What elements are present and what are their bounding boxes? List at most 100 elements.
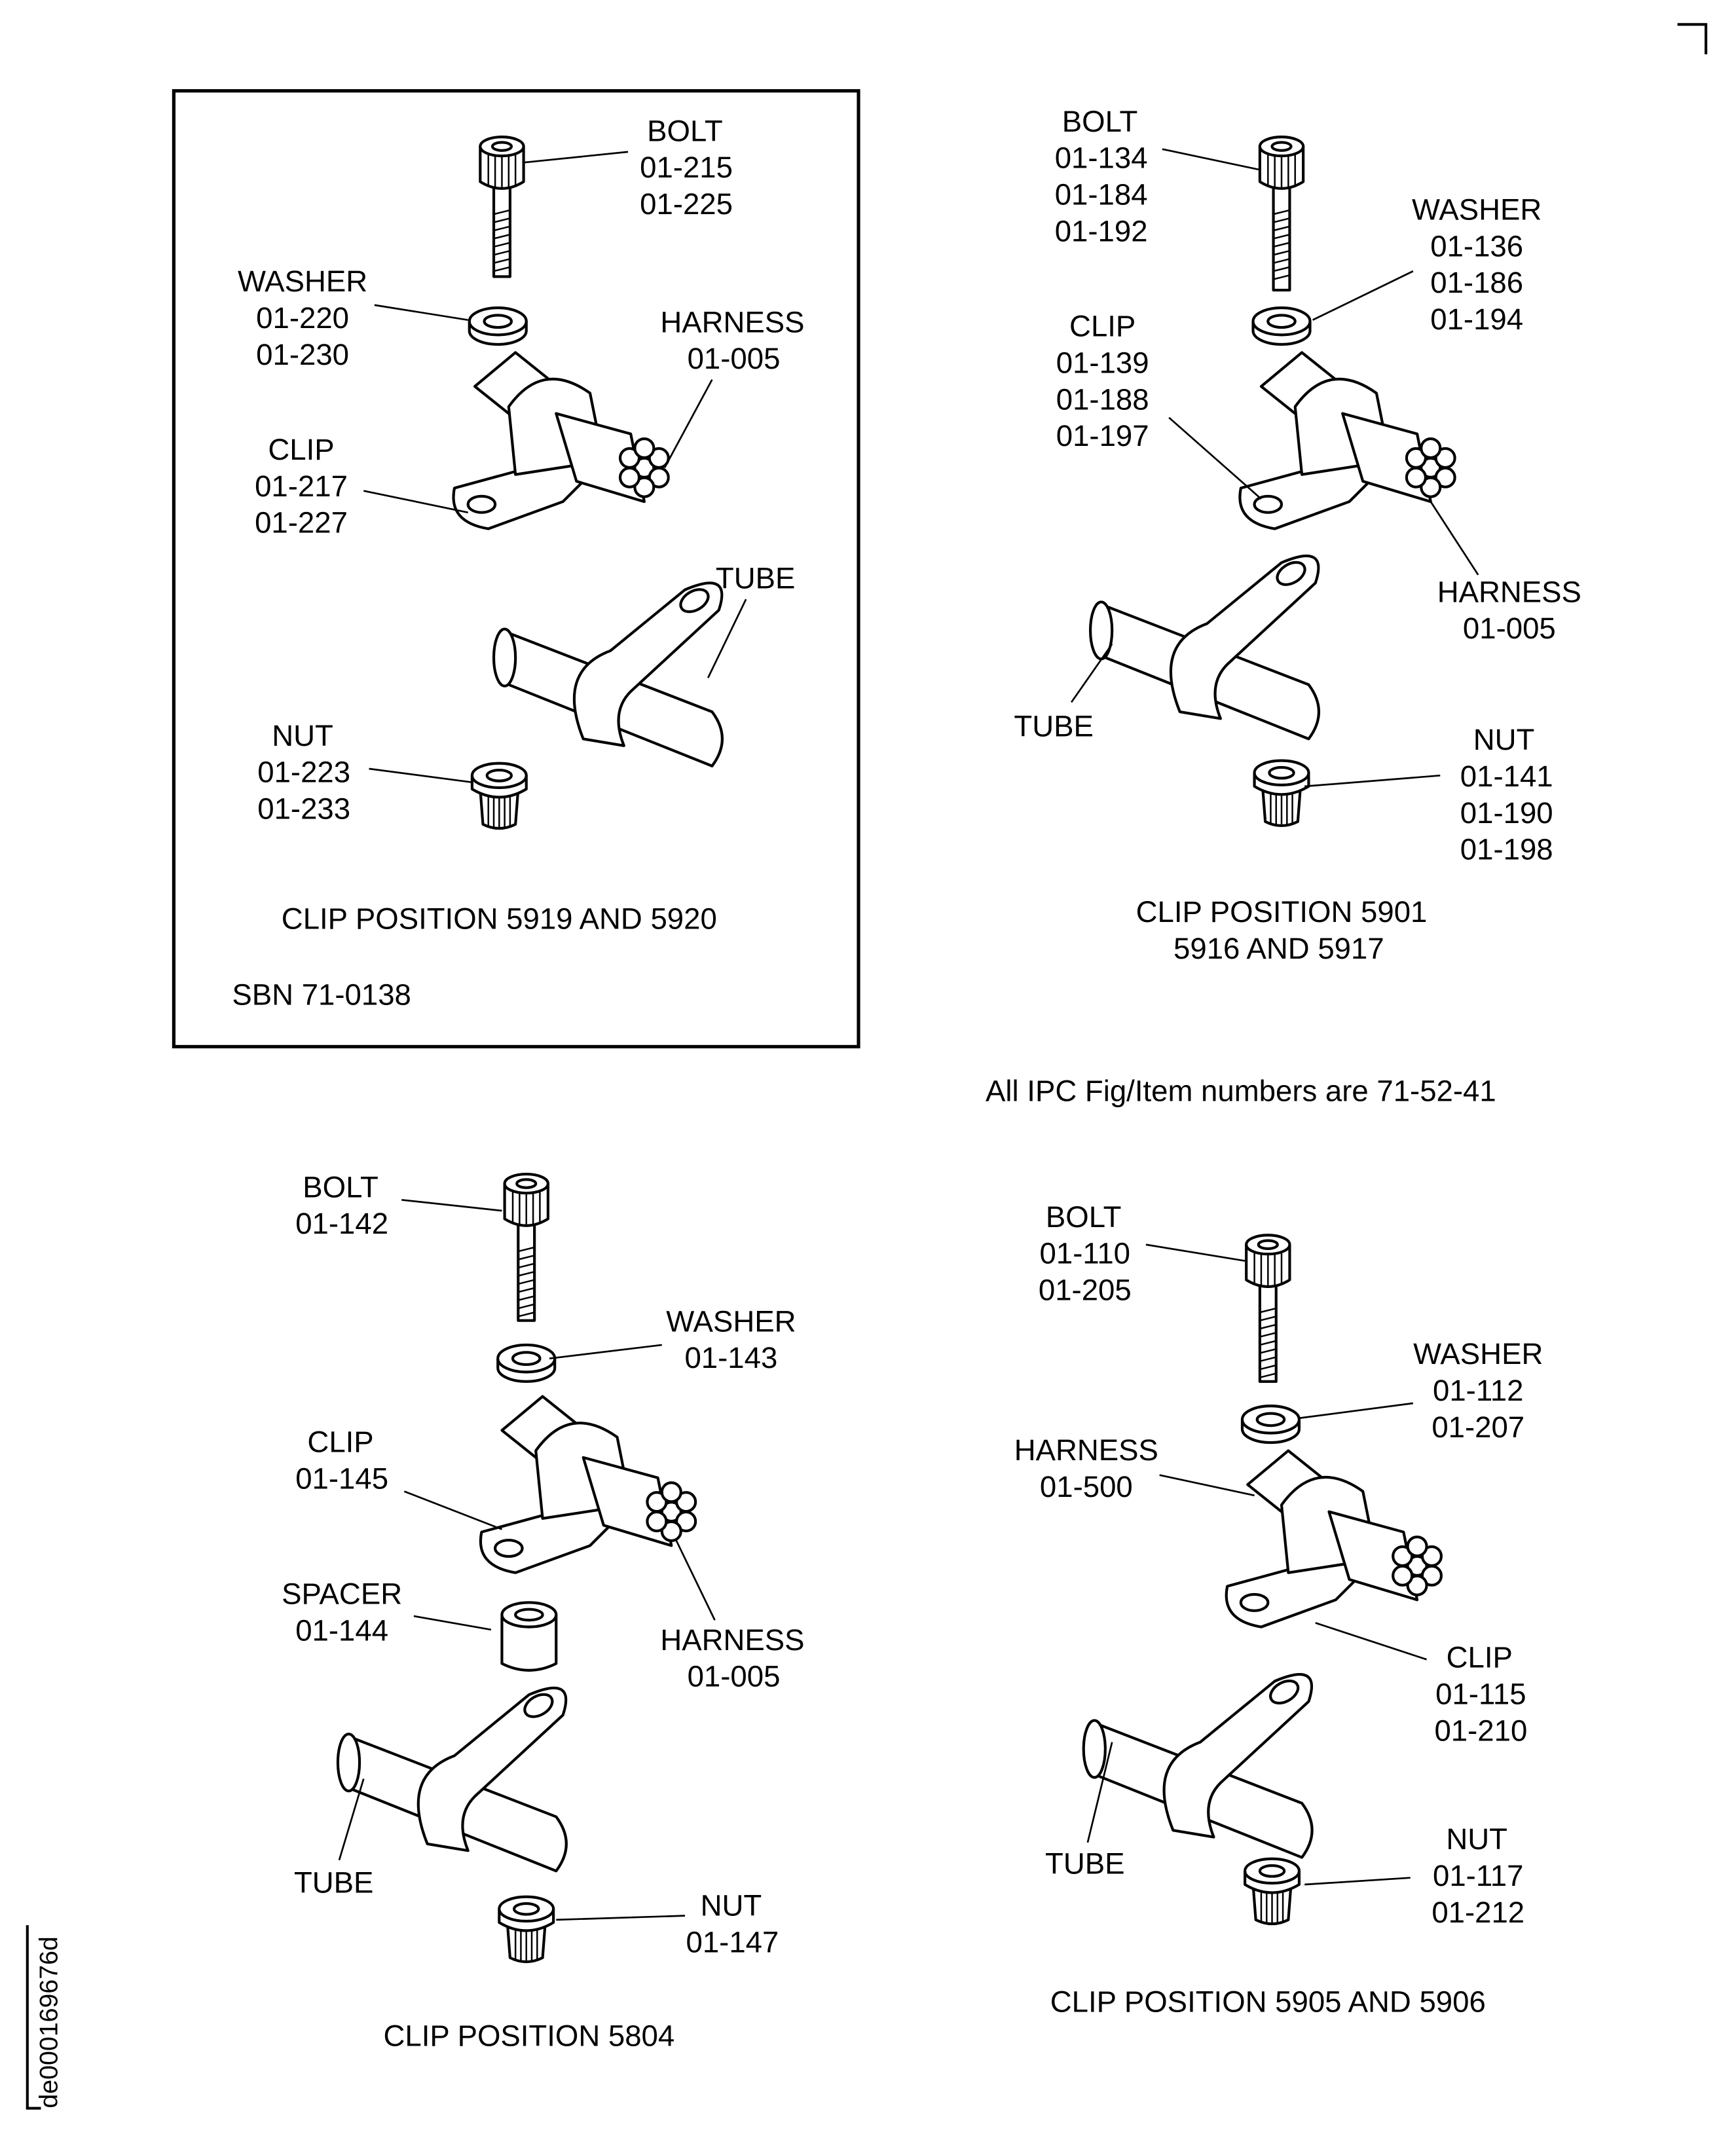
bolt-recess xyxy=(490,141,513,152)
nut-label: NUT xyxy=(701,1889,762,1922)
harness-wire-end xyxy=(660,1481,682,1503)
bolt-thread xyxy=(493,233,511,240)
harness-wire-end xyxy=(675,1510,697,1533)
clip-part-number: 01-115 xyxy=(1435,1678,1526,1711)
panel-caption: 5916 AND 5917 xyxy=(1173,932,1384,965)
bolt-part-number: 01-205 xyxy=(1039,1274,1132,1307)
clip-hole xyxy=(1253,494,1284,514)
nut-part-number: 01-223 xyxy=(257,756,350,789)
harness-wire-end xyxy=(1392,1545,1414,1568)
harness-wire-end xyxy=(1405,447,1427,469)
leader-lines xyxy=(1086,1243,1427,1886)
nut-hole xyxy=(513,1902,540,1916)
harness-wire-end xyxy=(1434,466,1456,488)
clip-hole xyxy=(466,494,497,514)
spacer-hole xyxy=(514,1608,544,1622)
tube-clip xyxy=(1162,1673,1313,1839)
washer-hole xyxy=(1266,314,1297,329)
bolt-thread xyxy=(1273,258,1290,264)
harness-wire-end xyxy=(618,466,641,488)
tube-clip xyxy=(572,581,724,747)
harness-label: HARNESS xyxy=(1014,1433,1158,1467)
bolt-part-number: 01-225 xyxy=(640,187,733,221)
panel-caption: CLIP POSITION 5804 xyxy=(384,2019,675,2052)
panel-clip-5905-5906: BOLT 01-110 01-205 WASHER 01-112 01-207 … xyxy=(1014,1200,1543,2019)
harness-wire-end xyxy=(633,437,656,460)
tube-label: TUBE xyxy=(716,562,795,595)
bolt-thread xyxy=(493,209,511,215)
bolt-thread xyxy=(1273,233,1290,240)
nut-part-number: 01-190 xyxy=(1460,796,1553,830)
bolt-thread xyxy=(518,1270,535,1277)
bolt-thread xyxy=(1273,217,1290,223)
nut-part-number: 01-198 xyxy=(1460,833,1553,866)
bolt-thread xyxy=(518,1287,535,1293)
clip-tab xyxy=(1238,459,1392,530)
bolt-thread xyxy=(1259,1372,1277,1378)
sbn-reference: SBN 71-0138 xyxy=(232,978,411,1011)
bolt-part-number: 01-192 xyxy=(1055,215,1148,248)
harness-wire-end xyxy=(1420,476,1442,498)
tube-clip-hole xyxy=(523,1693,554,1718)
bolt-recess xyxy=(1270,141,1293,152)
washer-part-number: 01-112 xyxy=(1433,1374,1523,1407)
bolt-thread xyxy=(518,1279,535,1285)
harness-part-number: 01-500 xyxy=(1040,1470,1133,1503)
nut-drawing xyxy=(1244,1857,1301,1926)
spacer-body xyxy=(500,1614,558,1672)
bolt-thread xyxy=(518,1262,535,1269)
bolt-thread xyxy=(1259,1323,1277,1330)
bolt-thread xyxy=(1273,225,1290,232)
tube-clip-drawing xyxy=(1088,554,1321,741)
bolt-label: BOLT xyxy=(1046,1200,1122,1234)
spacer-part-number: 01-144 xyxy=(295,1613,388,1647)
clip-part-number: 01-139 xyxy=(1056,346,1149,379)
nut-hole xyxy=(485,768,513,782)
clip-label: CLIP xyxy=(268,433,334,466)
harness-wire-end xyxy=(660,1520,682,1543)
panel-caption: CLIP POSITION 5901 xyxy=(1136,895,1428,929)
clip-tab xyxy=(452,459,605,530)
nut-part-number: 01-147 xyxy=(686,1926,779,1959)
panel-caption: CLIP POSITION 5905 AND 5906 xyxy=(1050,1985,1486,2019)
bolt-thread xyxy=(493,242,511,248)
nut-part-number: 01-117 xyxy=(1433,1859,1523,1892)
washer-part-number: 01-207 xyxy=(1431,1410,1524,1444)
bolt-thread xyxy=(518,1246,535,1253)
bolt-thread xyxy=(1259,1356,1277,1363)
bolt-thread xyxy=(1259,1315,1277,1321)
bolt-label: BOLT xyxy=(1062,105,1138,138)
tube-clip xyxy=(1169,554,1320,720)
nut-drawing xyxy=(1253,759,1310,828)
harness-label: HARNESS xyxy=(660,305,804,339)
clip-hole xyxy=(1239,1592,1270,1612)
bolt-thread xyxy=(493,266,511,272)
tube-label: TUBE xyxy=(1014,709,1093,743)
nut-part-number: 01-212 xyxy=(1431,1896,1524,1929)
bolt-thread xyxy=(518,1303,535,1310)
bolt-thread xyxy=(1259,1307,1277,1314)
bolt-thread xyxy=(1259,1340,1277,1346)
tube-clip-drawing xyxy=(1082,1673,1314,1859)
panel-caption: CLIP POSITION 5919 AND 5920 xyxy=(282,902,717,935)
washer-drawing xyxy=(1251,306,1312,346)
panel-clip-5901-5916-5917: BOLT 01-134 01-184 01-192 WASHER 01-136 … xyxy=(1014,105,1581,965)
clip-label: CLIP xyxy=(307,1426,373,1459)
bolt-thread xyxy=(1273,266,1290,272)
washer-part-number: 01-220 xyxy=(256,301,349,335)
bolt-part-number: 01-184 xyxy=(1055,178,1148,212)
tube-end xyxy=(1082,1719,1107,1779)
bolt-thread xyxy=(518,1255,535,1260)
sbn-panel-border xyxy=(172,89,860,1049)
bolt-thread xyxy=(518,1295,535,1301)
tube-end xyxy=(1088,600,1114,661)
clip-tab xyxy=(479,1503,633,1574)
nut-drawing xyxy=(498,1895,555,1964)
washer-hole xyxy=(511,1351,542,1367)
corner-mark-top-right xyxy=(1677,23,1708,54)
washer-part-number: 01-143 xyxy=(684,1341,777,1374)
washer-part-number: 01-194 xyxy=(1430,303,1523,336)
washer-part-number: 01-136 xyxy=(1430,229,1523,263)
nut-drawing xyxy=(470,762,528,830)
bolt-thread xyxy=(493,249,511,256)
